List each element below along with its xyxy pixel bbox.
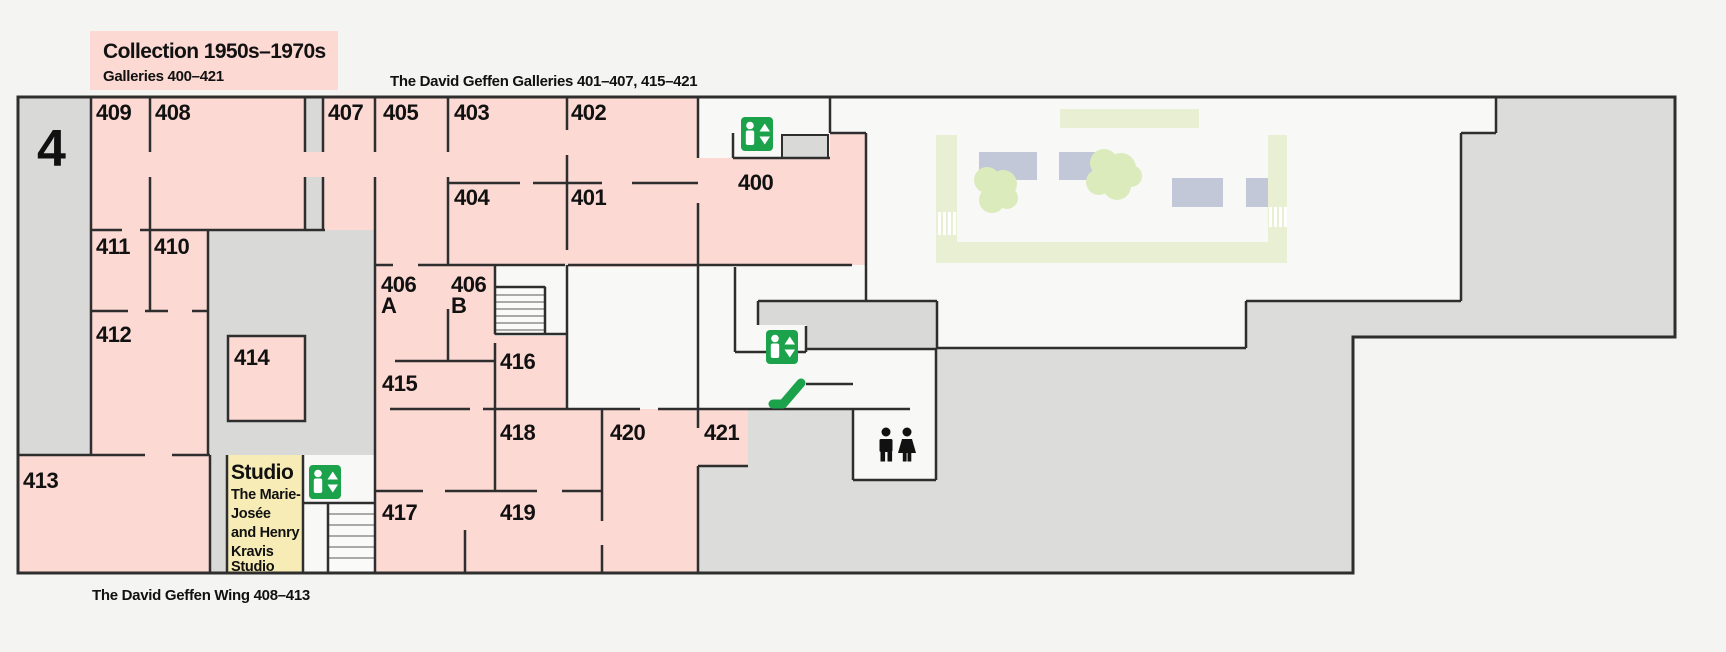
galleries-caption: The David Geffen Galleries 401–407, 415–… (390, 73, 697, 90)
room-label-407: 407 (328, 100, 363, 125)
page-subtitle: Galleries 400–421 (103, 68, 224, 85)
room-label-405: 405 (383, 100, 418, 125)
studio-line-1: The Marie- (231, 487, 301, 503)
east-building-mass (698, 97, 1675, 573)
room-label-415: 415 (382, 371, 417, 396)
floor-number: 4 (37, 120, 66, 178)
room-label-414: 414 (234, 345, 270, 370)
header-box (90, 31, 338, 90)
restroom-icon (879, 427, 916, 462)
studio-heading: Studio (231, 461, 293, 484)
gallery-400-area (698, 158, 866, 265)
restroom-room (853, 408, 936, 480)
room-label-402: 402 (571, 100, 606, 125)
stairs-top (494, 286, 546, 335)
room-label-406a-letter: A (381, 293, 397, 318)
room-label-403: 403 (454, 100, 489, 125)
studio-line-2: Josée (231, 506, 271, 522)
room-label-406b: 406 (451, 272, 486, 297)
studio-wall-sliver (210, 455, 227, 573)
planter-right (1268, 135, 1287, 263)
planter-steps-left (938, 212, 956, 235)
page-title: Collection 1950s–1970s (103, 40, 326, 63)
walls (18, 97, 1675, 573)
room-label-416: 416 (500, 349, 535, 374)
room-label-420: 420 (610, 420, 645, 445)
planter-steps-right (1269, 207, 1287, 227)
gallery-400-area-upper (830, 133, 866, 158)
studio-line-4: Kravis (231, 544, 274, 560)
service-room (567, 267, 698, 409)
floor-number-strip (18, 97, 91, 455)
room-label-413: 413 (23, 468, 58, 493)
studio-label: Studio The Marie- Josée and Henry Kravis… (231, 461, 301, 575)
room-label-408: 408 (155, 100, 190, 125)
room-label-411: 411 (96, 234, 130, 259)
restroom-man-icon (879, 427, 893, 462)
bench (1172, 178, 1223, 207)
bench (1246, 178, 1268, 207)
room-label-406b-letter: B (451, 293, 466, 318)
tree-icon (1086, 149, 1142, 200)
gallery-south-area (375, 410, 748, 466)
room-labels: 409 408 407 405 403 402 404 401 400 411 … (23, 100, 774, 525)
room-label-419: 419 (500, 500, 535, 525)
escalator-icon (768, 378, 853, 409)
room-label-409: 409 (96, 100, 131, 125)
studio-line-3: and Henry (231, 525, 299, 541)
elevator-icon-studio (309, 465, 341, 499)
studio-line-5: Studio (231, 559, 275, 575)
room-label-410: 410 (154, 234, 189, 259)
planter-bottom (936, 242, 1287, 263)
stairs-bottom (327, 502, 376, 574)
planter-top (1060, 109, 1199, 128)
planter-left (936, 135, 957, 263)
room-label-401: 401 (571, 185, 606, 210)
room-label-404: 404 (454, 185, 490, 210)
elevator-icon-core (766, 330, 798, 364)
room-label-400: 400 (738, 170, 773, 195)
room-label-421: 421 (704, 420, 739, 445)
restroom-woman-icon (898, 427, 916, 462)
room-label-406a: 406 (381, 272, 416, 297)
elevator-icon-400 (741, 117, 773, 151)
elevator-service-block (781, 134, 829, 159)
wing-caption: The David Geffen Wing 408–413 (92, 587, 310, 604)
room-label-418: 418 (500, 420, 535, 445)
tree-icon (974, 167, 1018, 213)
wall-block-mid (305, 177, 323, 230)
terrace-garden (936, 109, 1287, 263)
gallery-414-area (226, 334, 307, 423)
gallery-south-lower-area (375, 466, 698, 573)
wall-block-top (305, 97, 323, 152)
gallery-413-area (18, 455, 91, 573)
studio-box (227, 455, 303, 573)
room-label-412: 412 (96, 322, 131, 347)
room-label-417: 417 (382, 500, 417, 525)
